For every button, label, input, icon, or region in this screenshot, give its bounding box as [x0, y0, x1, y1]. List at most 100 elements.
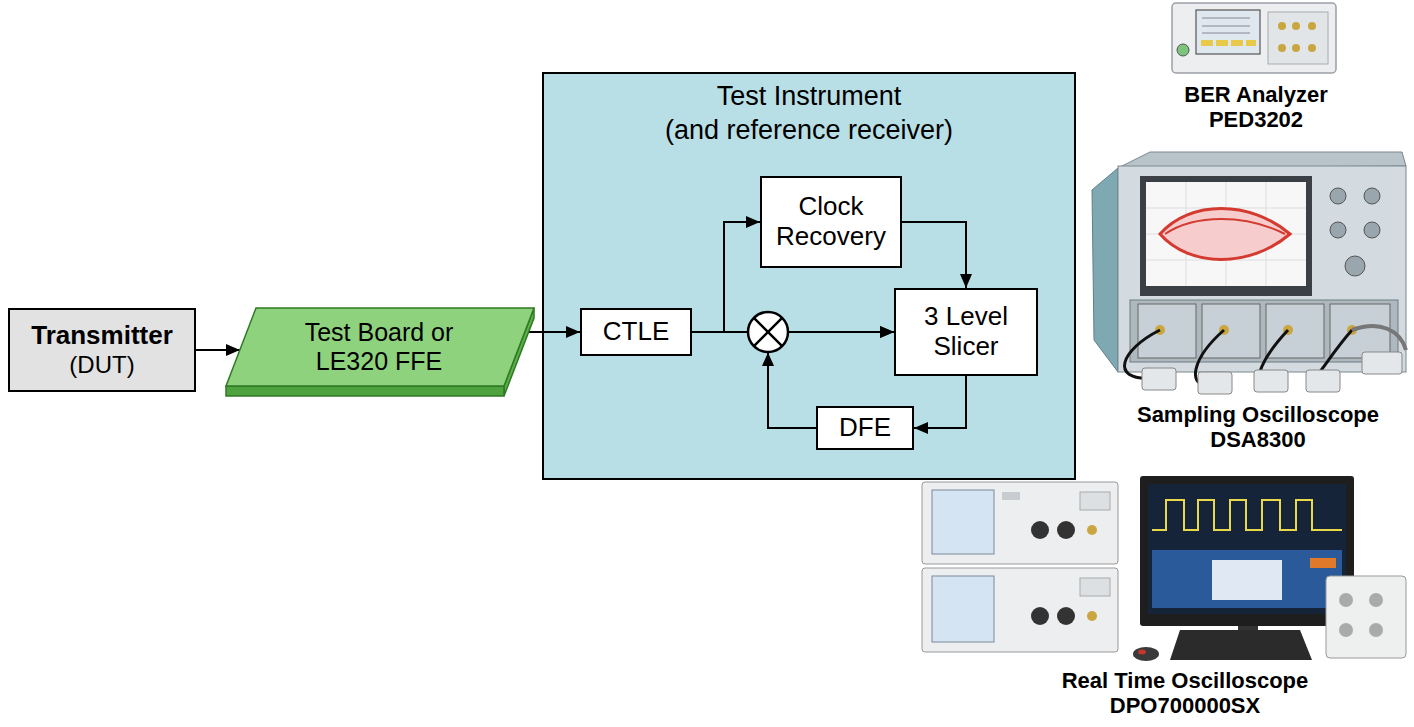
sampling-oscilloscope-picture: [1140, 176, 1312, 296]
sampling-oscilloscope-picture: [1330, 222, 1346, 238]
ber-analyzer-picture: [1292, 44, 1300, 52]
real-time-oscilloscope-picture: [922, 476, 1406, 661]
process-box: DFE: [816, 406, 914, 450]
ber-analyzer-picture: [1202, 33, 1250, 34]
connector-arrow: [196, 349, 240, 351]
board-edge: [226, 386, 504, 396]
ber-analyzer-picture: [1231, 40, 1243, 46]
ber-analyzer-picture: [1308, 44, 1316, 52]
sampling-oscilloscope-picture: [1165, 219, 1285, 234]
multiplier-symbol: [740, 304, 796, 374]
ber-analyzer-picture: [1172, 3, 1336, 73]
real-time-oscilloscope-picture: [1152, 500, 1342, 530]
sampling-oscilloscope-picture: [1146, 182, 1306, 286]
multiplier-symbol: [762, 353, 774, 367]
box-heading: Test Instrument: [717, 80, 902, 114]
dut-box: Transmitter(DUT): [8, 308, 196, 392]
box-text: (DUT): [69, 351, 134, 379]
real-time-oscilloscope-picture: [1152, 550, 1342, 608]
instrument-name: DPO700000SX: [1005, 693, 1365, 718]
instrument-name: Sampling Oscilloscope: [1078, 402, 1414, 427]
real-time-oscilloscope-picture: [1339, 623, 1353, 637]
box-text: DFE: [839, 413, 891, 443]
real-time-oscilloscope-picture: [1002, 492, 1020, 500]
connector-arrow: [914, 376, 966, 428]
box-text: Test Board or LE320 FFE: [289, 318, 469, 376]
ber-analyzer-picture: [1201, 40, 1213, 46]
real-time-oscilloscope-picture: [922, 482, 1118, 564]
sampling-oscilloscope-picture: [1118, 166, 1406, 372]
ber-analyzer-picture: [1278, 44, 1286, 52]
sampling-oscilloscope-picture: [1306, 370, 1340, 392]
real-time-oscilloscope-picture: [1080, 492, 1110, 510]
real-time-oscilloscope-picture: [932, 490, 994, 554]
sampling-oscilloscope-picture: [1362, 352, 1402, 374]
real-time-oscilloscope-picture: [1080, 578, 1110, 596]
connector-arrow: [902, 222, 966, 288]
sampling-oscilloscope-picture: [1364, 222, 1380, 238]
real-time-oscilloscope-picture: [1369, 623, 1383, 637]
sampling-oscilloscope-picture: [1202, 304, 1260, 358]
real-time-oscilloscope-picture: [1133, 647, 1159, 661]
connector-arrow: [529, 331, 580, 333]
real-time-oscilloscope-picture: [1326, 576, 1406, 658]
real-time-oscilloscope-picture: [1087, 611, 1097, 621]
ber-analyzer-picture: [1292, 22, 1300, 30]
board-top: [226, 308, 534, 386]
sampling-oscilloscope-picture: [1330, 188, 1346, 204]
multiplier-symbol: [754, 318, 782, 346]
box-text: CTLE: [603, 317, 669, 347]
real-time-oscilloscope-picture: [1148, 484, 1346, 614]
real-time-oscilloscope-picture: [1087, 525, 1097, 535]
ber-analyzer-picture: [1278, 22, 1286, 30]
sampling-oscilloscope-picture: [1092, 168, 1118, 372]
sampling-oscilloscope-picture: [1266, 304, 1324, 358]
real-time-oscilloscope-picture: [1339, 593, 1353, 607]
process-box: 3 Level Slicer: [894, 288, 1038, 376]
ber-analyzer-picture: [1308, 22, 1316, 30]
instrument-ground: [543, 73, 1075, 479]
process-box: CTLE: [580, 308, 692, 356]
ber-analyzer-picture: [1202, 26, 1250, 27]
ber-analyzer-picture: [1196, 10, 1260, 54]
instrument-box: CTLE Clock Recovery 3 Level SlicerDFE Test …: [542, 72, 1076, 480]
box-text: Clock Recovery: [772, 192, 890, 252]
ber-analyzer-picture: [1177, 44, 1189, 56]
real-time-oscilloscope-picture: [1170, 630, 1312, 660]
box-heading: Transmitter: [31, 321, 173, 351]
real-time-oscilloscope-picture: [1057, 607, 1075, 625]
multiplier-symbol: [748, 312, 788, 352]
multiplier-symbol: [754, 318, 782, 346]
box-subheading: (and reference receiver): [665, 114, 953, 148]
ber-analyzer-picture: [1172, 3, 1336, 73]
sampling-oscilloscope-picture: [1198, 372, 1232, 394]
real-time-oscilloscope-picture: [1212, 560, 1282, 600]
real-time-oscilloscope-picture: [1140, 476, 1354, 626]
sampling-oscilloscope-picture: [1092, 152, 1406, 394]
instrument-name: PED3202: [1076, 107, 1414, 132]
real-time-oscilloscope-picture: [922, 568, 1118, 652]
real-time-oscilloscope-picture: [1310, 558, 1336, 568]
sampling-oscilloscope-picture: [1130, 300, 1398, 362]
test-board-shape: Test Board or LE320 FFE: [218, 306, 536, 398]
sampling-oscilloscope-picture: [1142, 368, 1176, 390]
instrument-name: BER Analyzer: [1076, 82, 1414, 107]
process-box: Clock Recovery: [760, 176, 902, 268]
real-time-oscilloscope-picture: [1031, 521, 1049, 539]
sampling-oscilloscope-picture: [1364, 188, 1380, 204]
box-text: 3 Level Slicer: [910, 302, 1022, 362]
real-time-oscilloscope-picture: [1138, 650, 1146, 655]
real-time-oscilloscope-picture: [1031, 607, 1049, 625]
ber-analyzer-picture: [1216, 40, 1228, 46]
sampling-oscilloscope-picture: [1138, 304, 1196, 358]
instrument-fill: [543, 73, 1075, 479]
real-time-oscilloscope-picture: [1369, 593, 1383, 607]
ber-analyzer-picture: [1268, 12, 1328, 64]
instrument-name: Real Time Oscilloscope: [1005, 668, 1365, 693]
connector-arrow: [692, 222, 760, 332]
sampling-oscilloscope-picture: [1330, 304, 1390, 358]
instrument-name: DSA8300: [1078, 427, 1414, 452]
real-time-oscilloscope-picture: [932, 576, 994, 642]
ber-analyzer-picture: [1246, 40, 1256, 46]
